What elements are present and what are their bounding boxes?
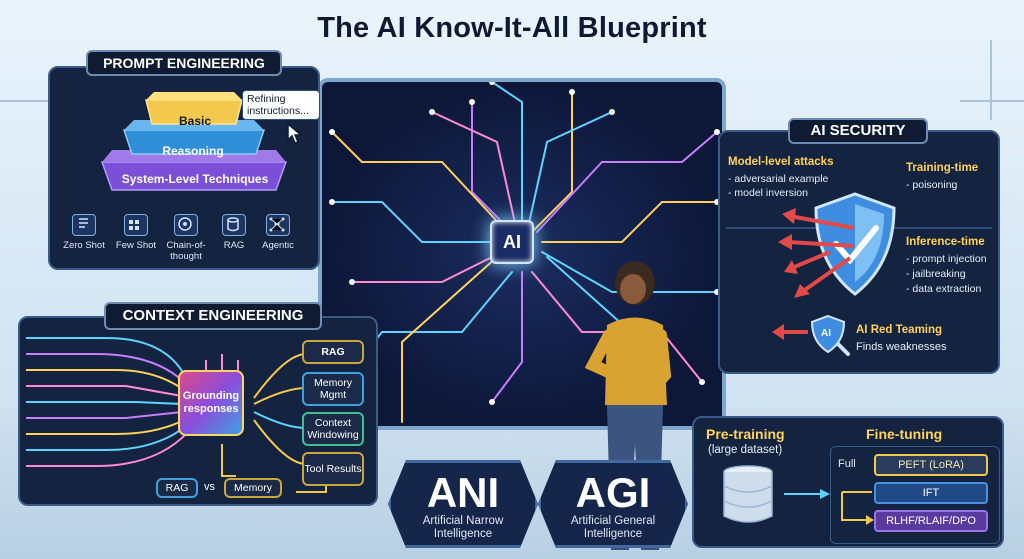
model-level-item: - adversarial example bbox=[728, 173, 829, 185]
ai-chip: AI bbox=[490, 220, 534, 264]
inference-time-item: - prompt injection bbox=[906, 253, 987, 265]
agi-abbr: AGI bbox=[575, 469, 651, 516]
pretraining-title: Pre-training bbox=[706, 426, 785, 442]
agi-full: Artificial General Intelligence bbox=[570, 515, 656, 540]
red-team-arrow bbox=[772, 324, 808, 340]
method-rlhf: RLHF/RLAIF/DPO bbox=[874, 510, 988, 532]
model-level-title: Model-level attacks bbox=[728, 156, 834, 168]
window-frame bbox=[990, 40, 992, 120]
finetuning-title: Fine-tuning bbox=[866, 426, 943, 442]
grid-icon bbox=[124, 214, 148, 236]
agi-card: AGI Artificial General Intelligence bbox=[538, 460, 688, 548]
red-team-title: AI Red Teaming bbox=[856, 324, 943, 336]
technique-zero-shot: Zero Shot bbox=[63, 240, 105, 251]
ce-output-tools: Tool Results bbox=[302, 452, 364, 486]
brain-head-icon bbox=[174, 214, 198, 236]
technique-rag: RAG bbox=[223, 240, 245, 251]
technique-chain-of-thought: Chain-of-thought bbox=[166, 240, 206, 262]
finetuning-box bbox=[830, 446, 1000, 544]
ce-output-memory: Memory Mgmt bbox=[302, 372, 364, 406]
wall-line bbox=[960, 100, 1024, 102]
database-icon bbox=[723, 465, 773, 523]
pyramid-layer-basic: Basic bbox=[178, 114, 212, 128]
context-engineering-heading: CONTEXT ENGINEERING bbox=[104, 302, 322, 330]
database-icon bbox=[222, 214, 246, 236]
page-title: The AI Know-It-All Blueprint bbox=[317, 12, 707, 44]
pyramid-layer-reasoning: Reasoning bbox=[162, 144, 224, 158]
ai-security-panel: Model-level attacks - adversarial exampl… bbox=[718, 130, 1000, 374]
red-team-desc: Finds weaknesses bbox=[856, 341, 947, 353]
cursor-icon bbox=[287, 122, 304, 144]
magnifier-shield-icon bbox=[810, 314, 850, 356]
model-level-item: - model inversion bbox=[728, 187, 808, 199]
document-icon bbox=[72, 214, 96, 236]
prompt-pyramid bbox=[100, 92, 288, 191]
technique-few-shot: Few Shot bbox=[115, 240, 157, 251]
ai-security-heading: AI SECURITY bbox=[788, 118, 928, 144]
prompt-engineering-panel: Basic Reasoning System-Level Techniques … bbox=[48, 66, 320, 270]
full-label: Full bbox=[838, 458, 856, 470]
ce-bottom-rag: RAG bbox=[156, 478, 198, 498]
red-team-badge: AI bbox=[821, 328, 831, 339]
refining-callout: Refining instructions... bbox=[242, 90, 320, 120]
training-time-title: Training-time bbox=[906, 162, 979, 174]
pyramid-layer-system: System-Level Techniques bbox=[121, 172, 269, 186]
inference-time-item: - data extraction bbox=[906, 283, 982, 295]
technique-agentic: Agentic bbox=[262, 240, 294, 251]
ce-output-windowing: Context Windowing bbox=[302, 412, 364, 446]
inference-time-item: - jailbreaking bbox=[906, 268, 966, 280]
ani-full: Artificial Narrow Intelligence bbox=[422, 515, 504, 540]
inference-time-title: Inference-time bbox=[906, 236, 985, 248]
ce-vs-label: vs bbox=[204, 481, 215, 493]
method-peft: PEFT (LoRA) bbox=[874, 454, 988, 476]
wall-line bbox=[0, 100, 60, 102]
arrow-right-icon bbox=[784, 489, 830, 499]
ce-output-rag: RAG bbox=[302, 340, 364, 364]
training-panel: Pre-training (large dataset) Fine-tuning… bbox=[692, 416, 1004, 548]
ce-bottom-memory: Memory bbox=[224, 478, 282, 498]
method-ift: IFT bbox=[874, 482, 988, 504]
prompt-engineering-heading: PROMPT ENGINEERING bbox=[86, 50, 282, 76]
ani-card: ANI Artificial Narrow Intelligence bbox=[388, 460, 538, 548]
network-icon bbox=[266, 214, 290, 236]
ani-abbr: ANI bbox=[426, 469, 500, 516]
training-time-item: - poisoning bbox=[906, 179, 958, 191]
pretraining-sub: (large dataset) bbox=[708, 444, 783, 456]
branch-arrows bbox=[841, 491, 874, 525]
attack-arrows bbox=[778, 208, 855, 298]
grounding-box: Grounding responses bbox=[178, 370, 244, 436]
